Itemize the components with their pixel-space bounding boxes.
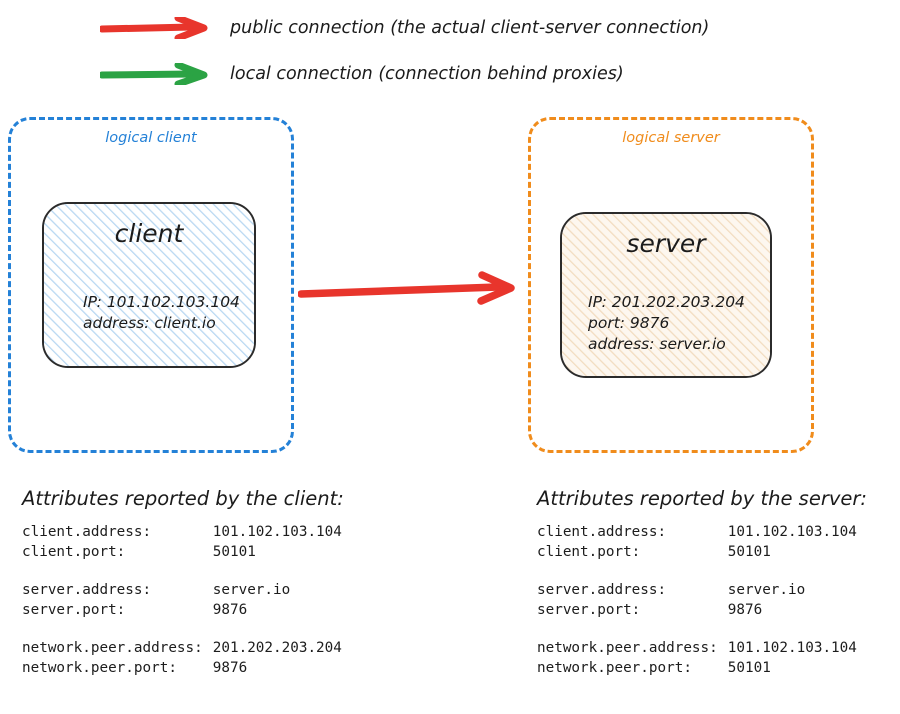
server-node-line-ip: IP: 201.202.203.204 bbox=[588, 293, 745, 311]
client-node-title: client bbox=[114, 219, 184, 248]
table-row: network.peer.address: 201.202.203.204 bbox=[22, 639, 342, 659]
table-row: network.peer.port: 50101 bbox=[537, 659, 857, 679]
client-node-hatch bbox=[44, 204, 254, 366]
legend-label-public: public connection (the actual client-ser… bbox=[230, 18, 710, 38]
table-row: network.peer.address: 101.102.103.104 bbox=[537, 639, 857, 659]
table-row: server.address: server.io bbox=[22, 581, 342, 601]
table-row: client.port: 50101 bbox=[22, 543, 342, 563]
server-node: server IP: 201.202.203.204 port: 9876 ad… bbox=[560, 212, 772, 378]
server-attributes-heading: Attributes reported by the server: bbox=[537, 487, 867, 510]
public-connection-arrow-icon bbox=[298, 271, 515, 305]
table-row-spacer bbox=[22, 620, 342, 639]
client-attributes-heading: Attributes reported by the client: bbox=[22, 487, 344, 510]
server-node-content: server IP: 201.202.203.204 port: 9876 ad… bbox=[562, 214, 770, 376]
table-row-spacer bbox=[22, 562, 342, 581]
attribute-value: 9876 bbox=[212, 659, 248, 676]
attribute-key: server.address: bbox=[22, 582, 152, 598]
attribute-value: 101.102.103.104 bbox=[727, 524, 857, 540]
attribute-key: client.port: bbox=[537, 543, 641, 560]
attribute-value: 50101 bbox=[727, 543, 771, 560]
attribute-value: server.io bbox=[212, 582, 291, 598]
legend-row-local: local connection (connection behind prox… bbox=[100, 63, 624, 85]
client-attributes-panel: Attributes reported by the client: clien… bbox=[22, 487, 344, 678]
table-row: server.port: 9876 bbox=[537, 601, 857, 621]
table-row-spacer bbox=[537, 562, 857, 581]
server-node-line-port: port: 9876 bbox=[588, 314, 670, 332]
attribute-key: client.port: bbox=[22, 543, 126, 560]
logical-client-container bbox=[8, 117, 294, 453]
green-right-arrow-icon bbox=[100, 63, 208, 85]
attribute-key: server.port: bbox=[537, 601, 641, 618]
attribute-key: client.address: bbox=[537, 524, 667, 540]
logical-server-label: logical server bbox=[622, 130, 720, 146]
attribute-key: server.address: bbox=[537, 582, 667, 598]
table-row: client.address: 101.102.103.104 bbox=[22, 523, 342, 543]
client-attributes-table: client.address: 101.102.103.104 client.p… bbox=[22, 523, 342, 678]
client-node-line-ip: IP: 101.102.103.104 bbox=[83, 293, 240, 311]
attribute-key: server.port: bbox=[22, 601, 126, 618]
attribute-value: 101.102.103.104 bbox=[212, 524, 342, 540]
attribute-value: 50101 bbox=[212, 543, 256, 560]
attribute-key: network.peer.port: bbox=[537, 659, 692, 676]
attribute-value: 9876 bbox=[212, 601, 248, 618]
table-row: client.address: 101.102.103.104 bbox=[537, 523, 857, 543]
legend-row-public: public connection (the actual client-ser… bbox=[100, 17, 709, 39]
attribute-key: network.peer.address: bbox=[537, 640, 718, 656]
table-row: server.port: 9876 bbox=[22, 601, 342, 621]
server-node-line-address: address: server.io bbox=[588, 335, 726, 353]
logical-server-container bbox=[528, 117, 814, 453]
attribute-key: network.peer.port: bbox=[22, 659, 177, 676]
logical-client-label: logical client bbox=[105, 130, 197, 146]
table-row: network.peer.port: 9876 bbox=[22, 659, 342, 679]
attribute-value: 50101 bbox=[727, 659, 771, 676]
table-row: server.address: server.io bbox=[537, 581, 857, 601]
attribute-value: 101.102.103.104 bbox=[727, 640, 857, 656]
attribute-value: 9876 bbox=[727, 601, 763, 618]
server-attributes-table: client.address: 101.102.103.104 client.p… bbox=[537, 523, 857, 678]
client-node-line-address: address: client.io bbox=[83, 314, 216, 332]
table-row-spacer bbox=[537, 620, 857, 639]
server-node-title: server bbox=[626, 229, 706, 258]
attribute-key: client.address: bbox=[22, 524, 152, 540]
attribute-key: network.peer.address: bbox=[22, 640, 203, 656]
attribute-value: 201.202.203.204 bbox=[212, 640, 342, 656]
server-attributes-panel: Attributes reported by the server: clien… bbox=[537, 487, 867, 678]
server-node-hatch bbox=[562, 214, 770, 376]
legend-label-local: local connection (connection behind prox… bbox=[230, 64, 624, 84]
attribute-value: server.io bbox=[727, 582, 806, 598]
client-node-content: client IP: 101.102.103.104 address: clie… bbox=[44, 204, 254, 366]
red-right-arrow-icon bbox=[100, 17, 208, 39]
client-node: client IP: 101.102.103.104 address: clie… bbox=[42, 202, 256, 368]
table-row: client.port: 50101 bbox=[537, 543, 857, 563]
